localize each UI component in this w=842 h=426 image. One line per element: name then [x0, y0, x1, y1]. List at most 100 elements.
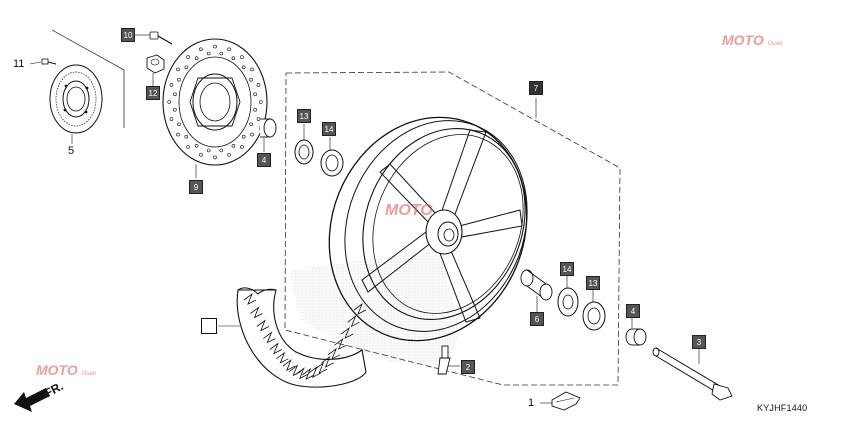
watermark-center: MOTO	[385, 202, 433, 220]
label-5: 5	[68, 145, 75, 157]
disc-hole	[250, 132, 254, 137]
watermark-sub-left: Ouan	[81, 371, 97, 377]
nut-12	[146, 54, 165, 74]
disc-hole	[256, 117, 261, 121]
disc-hole	[176, 67, 180, 72]
tire	[236, 287, 367, 388]
disc-hole	[194, 144, 199, 148]
callout-tire	[201, 318, 217, 334]
watermark-brand-left: MOTO	[36, 362, 78, 378]
tread-mark	[308, 366, 321, 379]
watermark-top-right: MOTO Ouan	[722, 32, 782, 48]
callout-7: 7	[529, 81, 543, 95]
disc-hole	[173, 107, 177, 112]
tread-mark	[353, 302, 367, 315]
callout-3: 3	[692, 335, 706, 349]
label-11: 11	[13, 58, 25, 70]
disc-hole	[231, 56, 236, 61]
bearing-13-left	[294, 139, 314, 165]
disc-hole	[186, 55, 190, 59]
disc-hole	[177, 77, 181, 82]
balance-weight	[551, 391, 581, 411]
bearing-13-right	[582, 301, 606, 331]
bolt-10	[149, 31, 173, 45]
disc-hole	[253, 92, 257, 97]
tread-mark	[282, 359, 295, 372]
disc-hole	[240, 55, 244, 59]
disc-hole	[169, 117, 174, 121]
assembly-outline	[284, 71, 621, 386]
disc-hole	[219, 148, 224, 153]
disc-hole	[250, 67, 254, 72]
disc-hole	[249, 122, 253, 127]
disc-hole	[206, 148, 211, 153]
disc-hole	[227, 152, 231, 157]
disc-hole	[219, 51, 224, 56]
shade-area	[290, 250, 460, 370]
tread-mark	[256, 319, 270, 332]
tread-mark	[334, 337, 347, 350]
tread-mark	[269, 342, 283, 355]
callout-13-left: 13	[297, 109, 311, 123]
watermark-sub: Ouan	[767, 41, 783, 47]
disc-hole	[258, 100, 263, 104]
collar-left	[259, 118, 277, 138]
disc-hole	[241, 134, 246, 139]
disc-hole	[240, 145, 244, 149]
brake-disc	[162, 38, 268, 166]
tread-mark	[347, 315, 360, 328]
disc-hole	[213, 44, 217, 49]
tread-mark	[295, 367, 308, 380]
watermark-brand-center: MOTO	[385, 202, 433, 219]
tread-mark	[314, 361, 328, 374]
axle	[652, 347, 733, 401]
disc-hole	[177, 122, 181, 127]
tone-ring	[49, 64, 103, 134]
tread-mark	[243, 292, 257, 305]
callout-2: 2	[461, 360, 475, 374]
watermark-brand: MOTO	[722, 32, 764, 48]
disc-hole	[167, 100, 171, 104]
disc-hole	[186, 145, 190, 149]
side-collar	[520, 269, 553, 301]
disc-hole	[199, 47, 203, 52]
disc-hole	[249, 77, 253, 82]
callout-10: 10	[121, 28, 135, 42]
callout-4-right: 4	[626, 304, 640, 318]
disc-hole	[169, 83, 174, 87]
disc-hole	[241, 65, 246, 70]
diagram-code: KYJHF1440	[757, 403, 808, 413]
collar-right	[625, 328, 647, 346]
disc-hole	[176, 132, 180, 137]
callout-6: 6	[530, 312, 544, 326]
callout-12: 12	[146, 86, 160, 100]
disc-hole	[199, 152, 203, 157]
bolt-11	[41, 58, 57, 65]
tread-mark	[263, 331, 276, 344]
disc-hole	[173, 92, 177, 97]
callout-14-left: 14	[322, 122, 336, 136]
disc-hole	[194, 56, 199, 61]
disc-hole	[184, 134, 189, 139]
tread-mark	[321, 355, 334, 368]
disc-hole	[206, 51, 211, 56]
callout-13-right: 13	[586, 276, 600, 290]
callout-9: 9	[189, 180, 203, 194]
disc-hole	[256, 83, 261, 87]
wheel-rim	[328, 116, 528, 342]
disc-hole	[213, 155, 217, 160]
disc-hole	[253, 107, 257, 112]
bearing-14-right	[557, 287, 579, 317]
tread-mark	[340, 326, 354, 339]
watermark-bottom-left: MOTO Ouan	[36, 362, 96, 378]
callout-4-left: 4	[257, 153, 271, 167]
label-1: 1	[528, 397, 535, 409]
tread-mark	[301, 367, 315, 380]
disc-hole	[227, 47, 231, 52]
valve-stem	[437, 345, 451, 375]
tread-mark	[327, 347, 341, 360]
tread-mark	[276, 351, 289, 364]
callout-14-right: 14	[560, 262, 574, 276]
